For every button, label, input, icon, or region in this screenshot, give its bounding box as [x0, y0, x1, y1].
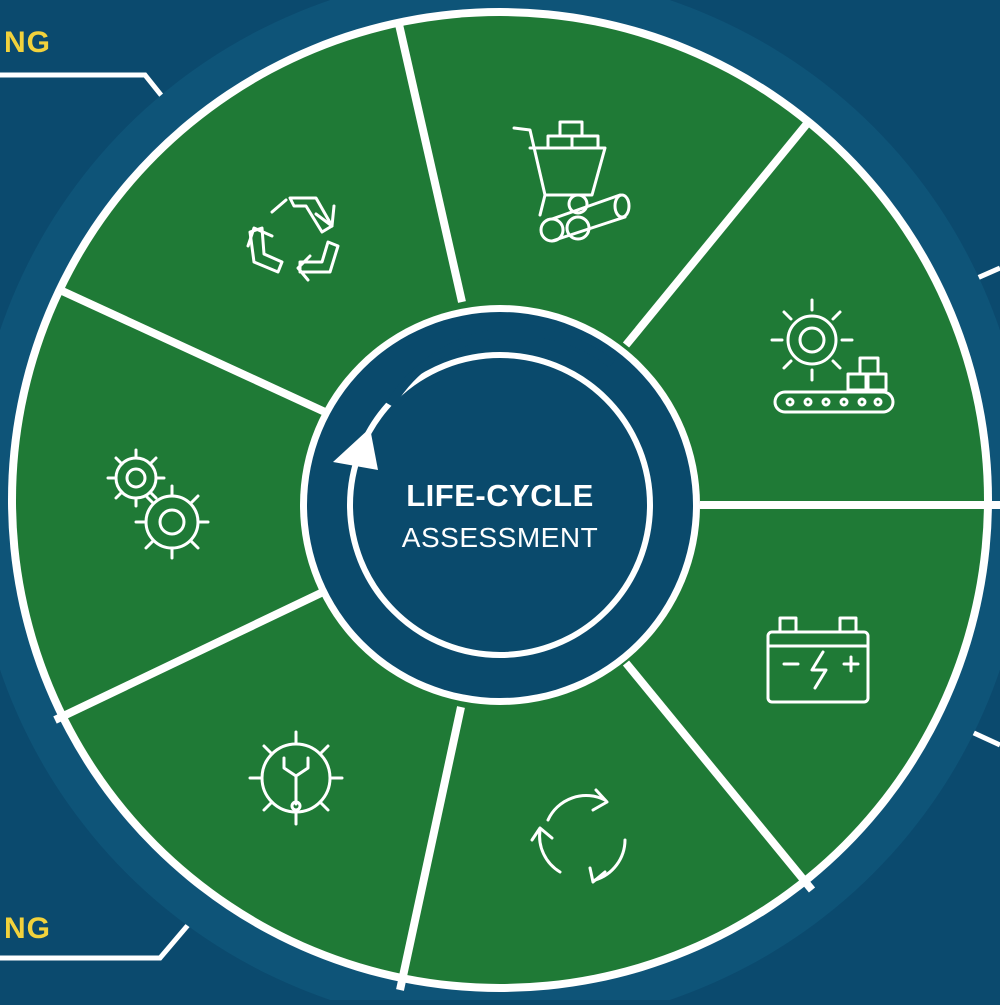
segment-dividers — [53, 19, 1000, 991]
center-title: LIFE-CYCLE — [406, 478, 594, 513]
corner-label-bottom: NG — [4, 912, 51, 945]
circular-arrows-reuse-icon — [530, 788, 627, 884]
double-gears-icon — [106, 448, 210, 560]
hub-inner-ring — [347, 352, 653, 658]
hub — [307, 312, 693, 698]
gear-conveyor-manufacturing-icon — [770, 298, 895, 414]
recycle-icon — [246, 196, 340, 282]
center-subtitle: ASSESSMENT — [401, 522, 599, 553]
battery-icon — [766, 616, 870, 704]
corner-label-top: NG — [4, 26, 51, 59]
cycle-arrow-head — [333, 428, 378, 470]
wheelbarrow-raw-materials-icon — [512, 120, 631, 243]
cycle-arc — [386, 327, 615, 408]
gear-wrench-maintenance-icon — [248, 730, 344, 826]
